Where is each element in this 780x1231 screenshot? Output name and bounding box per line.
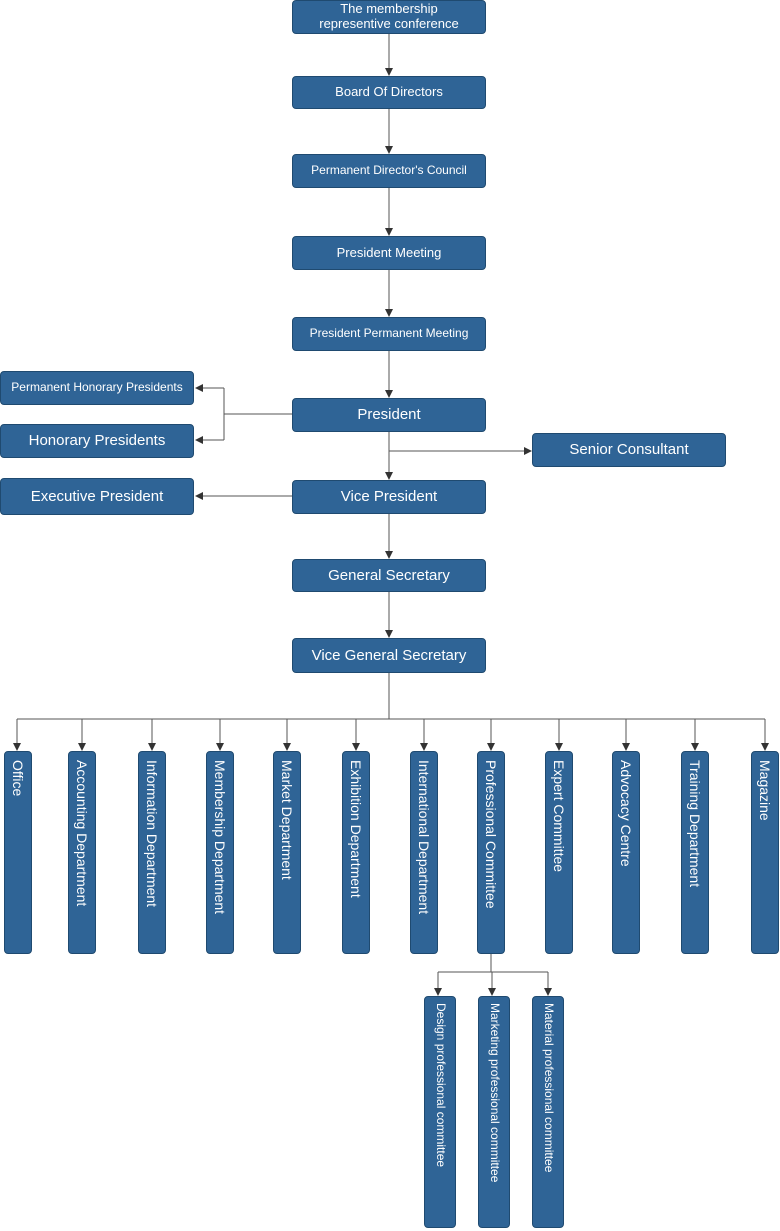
node-label: Board Of Directors	[335, 84, 443, 100]
node-label: The membership representive conference	[319, 1, 459, 31]
node-vice-general-secretary: Vice General Secretary	[292, 638, 486, 673]
dept-label: Information Department	[144, 760, 161, 908]
dept-office: Office	[4, 751, 32, 954]
node-board-of-directors: Board Of Directors	[292, 76, 486, 109]
node-label: General Secretary	[328, 566, 450, 584]
committee-material: Material professional committee	[532, 996, 564, 1228]
dept-label: Training Department	[687, 760, 704, 888]
node-senior-consultant: Senior Consultant	[532, 433, 726, 467]
dept-membership: Membership Department	[206, 751, 234, 954]
dept-professional-committee: Professional Committee	[477, 751, 505, 954]
dept-accounting: Accounting Department	[68, 751, 96, 954]
committee-label: Material professional committee	[541, 1003, 556, 1173]
node-label: Honorary Presidents	[28, 432, 166, 450]
node-permanent-honorary-presidents: Permanent Honorary Presidents	[0, 371, 194, 405]
node-permanent-directors-council: Permanent Director's Council	[292, 154, 486, 188]
node-president-permanent-meeting: President Permanent Meeting	[292, 317, 486, 351]
node-label: Senior Consultant	[569, 441, 689, 459]
node-label: President	[357, 406, 421, 424]
dept-label: Expert Committee	[551, 760, 568, 873]
node-label: Vice General Secretary	[311, 646, 467, 664]
node-executive-president: Executive President	[0, 478, 194, 515]
node-label: Permanent Honorary Presidents	[11, 380, 183, 395]
dept-market: Market Department	[273, 751, 301, 954]
dept-label: Magazine	[757, 760, 774, 821]
node-vice-president: Vice President	[292, 480, 486, 514]
node-membership-conference: The membership representive conference	[292, 0, 486, 34]
node-label: President Permanent Meeting	[309, 326, 469, 341]
dept-information: Information Department	[138, 751, 166, 954]
dept-label: Professional Committee	[483, 760, 500, 909]
dept-label: International Department	[416, 760, 433, 915]
node-president-meeting: President Meeting	[292, 236, 486, 270]
dept-label: Advocacy Centre	[618, 760, 635, 867]
dept-label: Exhibition Department	[348, 760, 365, 898]
node-label: President Meeting	[336, 244, 442, 260]
committee-label: Design professional committee	[433, 1003, 448, 1168]
committee-design: Design professional committee	[424, 996, 456, 1228]
dept-exhibition: Exhibition Department	[342, 751, 370, 954]
node-label: Vice President	[340, 488, 438, 506]
dept-international: International Department	[410, 751, 438, 954]
dept-label: Market Department	[279, 760, 296, 880]
node-honorary-presidents: Honorary Presidents	[0, 424, 194, 458]
dept-expert-committee: Expert Committee	[545, 751, 573, 954]
node-label: Permanent Director's Council	[311, 163, 467, 178]
committee-label: Marketing professional committee	[487, 1003, 502, 1183]
dept-training: Training Department	[681, 751, 709, 954]
node-president: President	[292, 398, 486, 432]
node-general-secretary: General Secretary	[292, 559, 486, 592]
dept-advocacy-centre: Advocacy Centre	[612, 751, 640, 954]
dept-label: Accounting Department	[74, 760, 91, 907]
dept-label: Office	[10, 760, 27, 797]
dept-label: Membership Department	[212, 760, 229, 915]
committee-marketing: Marketing professional committee	[478, 996, 510, 1228]
node-label: Executive President	[30, 487, 164, 505]
dept-magazine: Magazine	[751, 751, 779, 954]
